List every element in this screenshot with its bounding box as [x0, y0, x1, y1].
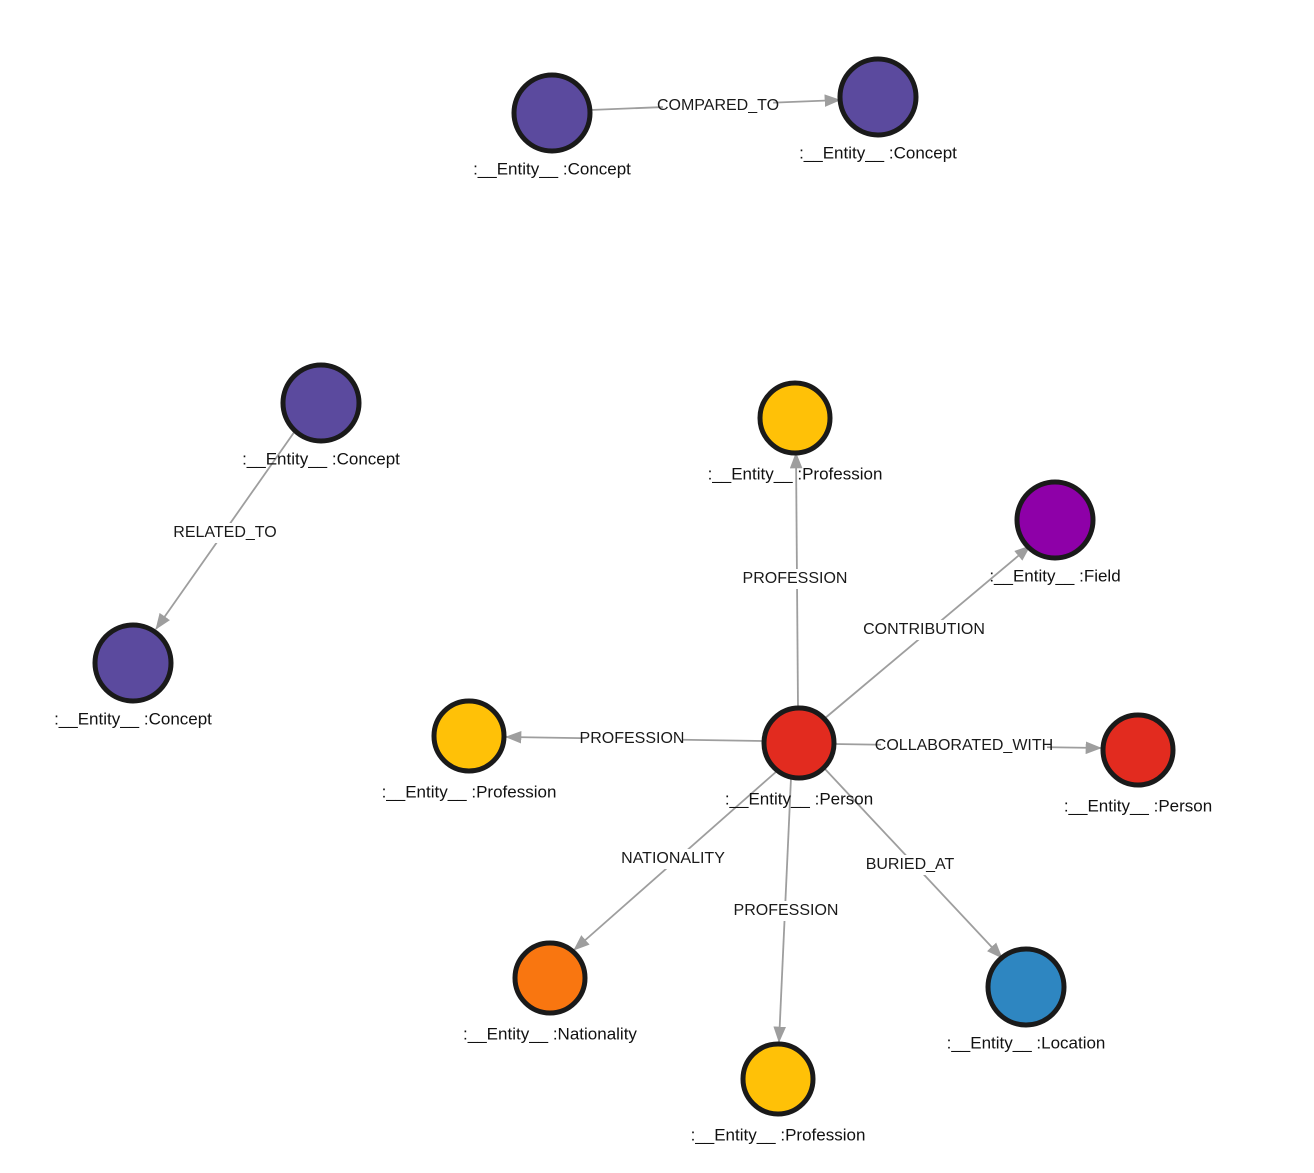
nodes-layer — [92, 56, 1176, 1117]
node-label: :__Entity__ :Field — [989, 566, 1120, 585]
edge-label: COMPARED_TO — [657, 97, 779, 114]
node-label: :__Entity__ :Person — [1064, 796, 1212, 815]
edge-label: BURIED_AT — [866, 856, 955, 873]
node-labels-layer: :__Entity__ :Concept :__Entity__ :Concept… — [54, 143, 1212, 1144]
graph-node-concept[interactable] — [837, 56, 919, 138]
edge-label-backdrop — [864, 620, 984, 640]
edge-label: PROFESSION — [743, 570, 848, 587]
node-label: :__Entity__ :Profession — [691, 1125, 866, 1144]
edge-label: NATIONALITY — [621, 850, 725, 867]
edge-label: PROFESSION — [580, 730, 685, 747]
edge-label-backdrop — [880, 736, 1048, 756]
edge-label: CONTRIBUTION — [863, 621, 985, 638]
graph-node-location[interactable] — [985, 946, 1067, 1028]
graph-node-profession[interactable] — [757, 380, 833, 456]
graph-node-profession[interactable] — [740, 1041, 816, 1117]
node-label: :__Entity__ :Concept — [473, 159, 631, 178]
graph-node-profession[interactable] — [431, 698, 507, 774]
node-label: :__Entity__ :Profession — [382, 782, 557, 801]
node-label: :__Entity__ :Concept — [54, 709, 212, 728]
edge-label: COLLABORATED_WITH — [875, 737, 1053, 754]
graph-node-concept[interactable] — [92, 622, 174, 704]
edges-layer — [155, 94, 1102, 1043]
edge-label-backdrop — [581, 729, 683, 749]
edge-label-backdrop — [617, 849, 729, 869]
graph-node-nationality[interactable] — [512, 940, 588, 1016]
edge-label: RELATED_TO — [173, 524, 276, 541]
node-label: :__Entity__ :Location — [947, 1033, 1106, 1052]
graph-node-field[interactable] — [1014, 479, 1096, 561]
graph-node-concept[interactable] — [280, 362, 362, 444]
edge-label-backdrop — [864, 855, 956, 875]
edge-label-backdrop — [735, 901, 837, 921]
node-label: :__Entity__ :Concept — [799, 143, 957, 162]
node-label: :__Entity__ :Profession — [708, 464, 883, 483]
edge-label-backdrop — [174, 523, 276, 543]
edge-label-backdrop — [744, 569, 846, 589]
graph-node-person[interactable] — [761, 705, 837, 781]
edge-labels-layer: COMPARED_TO RELATED_TO PROFESSION CONTRIBUT… — [173, 96, 1053, 921]
node-label: :__Entity__ :Person — [725, 789, 873, 808]
graph-node-concept[interactable] — [511, 72, 593, 154]
edge-label: PROFESSION — [734, 902, 839, 919]
graph-node-person[interactable] — [1100, 712, 1176, 788]
node-label: :__Entity__ :Nationality — [463, 1024, 637, 1043]
node-label: :__Entity__ :Concept — [242, 449, 400, 468]
edge-label-backdrop — [662, 96, 774, 116]
